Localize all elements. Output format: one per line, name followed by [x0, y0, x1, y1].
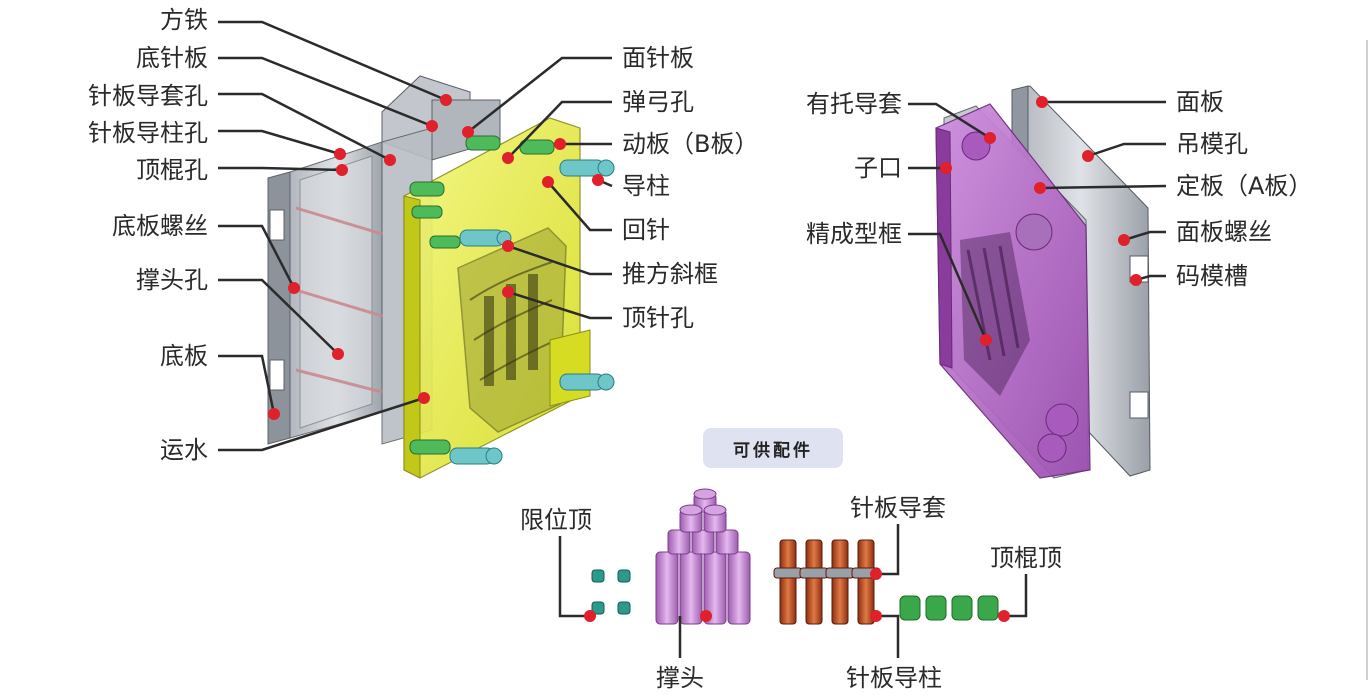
- label-bottom-plate-screw: 底板螺丝: [112, 212, 208, 240]
- accessory-ejector-guide-bushings: [773, 539, 881, 625]
- label-ejector-guide-pin: 针板导柱: [846, 664, 942, 692]
- marker-dot: [940, 162, 952, 174]
- label-ejector-plate: 面针板: [622, 44, 694, 72]
- leader-line: [467, 56, 612, 133]
- label-a-plate: 定板（A板）: [1176, 172, 1313, 200]
- label-supported-bushing: 有托导套: [806, 90, 902, 118]
- label-limit-stop: 限位顶: [520, 506, 592, 534]
- marker-dot: [334, 148, 346, 160]
- label-top-plate: 面板: [1176, 88, 1224, 116]
- label-slanted-frame: 推方斜框: [622, 260, 718, 288]
- marker-dot: [440, 94, 452, 106]
- leader-line: [1087, 142, 1166, 158]
- label-ejector-guide-bushing: 针板导套: [850, 494, 946, 522]
- marker-dot: [870, 568, 882, 580]
- fixed-half-assembly: [935, 85, 1151, 479]
- label-b-plate: 动板（B板）: [622, 130, 759, 158]
- leader-line: [1123, 230, 1166, 242]
- label-return-pin: 回针: [622, 216, 670, 244]
- accessories-badge: 可供配件: [703, 428, 843, 468]
- marker-dot: [426, 120, 438, 132]
- leader-line: [218, 129, 341, 156]
- leader-line: [507, 290, 612, 320]
- marker-dot: [502, 240, 514, 252]
- marker-dot: [418, 392, 430, 404]
- label-lip: 子口: [854, 154, 902, 182]
- label-ejector-pin-hole: 针板导柱孔: [88, 119, 208, 147]
- label-ejector-retainer-plate: 底针板: [136, 44, 208, 72]
- label-lifting-hole: 吊模孔: [1176, 130, 1248, 158]
- leader-line: [218, 278, 339, 355]
- marker-dot: [592, 174, 604, 186]
- label-ejector-pin-hole-b: 顶针孔: [622, 304, 694, 332]
- leader-line: [547, 181, 612, 232]
- marker-dot: [332, 348, 344, 360]
- marker-dots: [268, 94, 1142, 622]
- frame-edge: [1366, 40, 1368, 680]
- marker-dot: [462, 126, 474, 138]
- label-knockout-hole: 顶棍孔: [136, 156, 208, 184]
- leader-line: [218, 224, 296, 289]
- leader-line: [1004, 574, 1028, 618]
- leader-line: [1039, 184, 1167, 190]
- leader-line: [218, 166, 343, 172]
- marker-dot: [554, 138, 566, 150]
- marker-dot: [288, 282, 300, 294]
- marker-dot: [1034, 182, 1046, 194]
- accessory-limit-stops: [591, 569, 631, 615]
- label-fine-cavity-frame: 精成型框: [806, 220, 902, 248]
- marker-dot: [384, 154, 396, 166]
- label-bottom-plate: 底板: [160, 342, 208, 370]
- marker-dot: [1118, 234, 1130, 246]
- accessory-knockout-tips: [899, 595, 999, 621]
- marker-dot: [700, 610, 712, 622]
- label-spring-hole: 弹弓孔: [622, 88, 694, 116]
- marker-dot: [980, 334, 992, 346]
- marker-dot: [1082, 150, 1094, 162]
- label-cooling-water: 运水: [160, 436, 208, 464]
- marker-dot: [502, 286, 514, 298]
- leader-line: [218, 396, 425, 452]
- marker-dot: [336, 164, 348, 176]
- accessory-support-pillars: [655, 488, 751, 625]
- leader-line: [908, 232, 988, 341]
- label-ejector-bushing-hole: 针板导套孔: [88, 82, 208, 110]
- marker-dot: [1130, 274, 1142, 286]
- label-top-plate-screw: 面板螺丝: [1176, 218, 1272, 246]
- marker-dot: [584, 610, 596, 622]
- leader-line: [908, 102, 991, 140]
- marker-dot: [1036, 96, 1048, 108]
- leader-line: [218, 56, 433, 128]
- marker-dot: [542, 176, 554, 188]
- marker-dot: [502, 152, 514, 164]
- label-support-pillar: 撑头: [656, 664, 704, 692]
- marker-dot: [998, 610, 1010, 622]
- leader-line: [558, 536, 590, 618]
- leader-line: [507, 244, 612, 276]
- marker-dot: [984, 132, 996, 144]
- label-clamp-slot: 码模槽: [1176, 262, 1248, 290]
- marker-dot: [268, 408, 280, 420]
- label-guide-pillar: 导柱: [622, 172, 670, 200]
- marker-dot: [870, 610, 882, 622]
- leader-lines: [218, 20, 1167, 658]
- label-knockout-tip: 顶棍顶: [990, 544, 1062, 572]
- label-support-hole: 撑头孔: [136, 266, 208, 294]
- leader-line: [218, 354, 276, 415]
- leader-line: [876, 614, 900, 658]
- leader-line: [218, 20, 447, 102]
- leader-line: [218, 92, 391, 162]
- leader-line: [876, 524, 900, 576]
- moving-half-assembly: [267, 75, 615, 479]
- leader-line: [507, 100, 612, 159]
- label-spacer-block: 方铁: [160, 6, 208, 34]
